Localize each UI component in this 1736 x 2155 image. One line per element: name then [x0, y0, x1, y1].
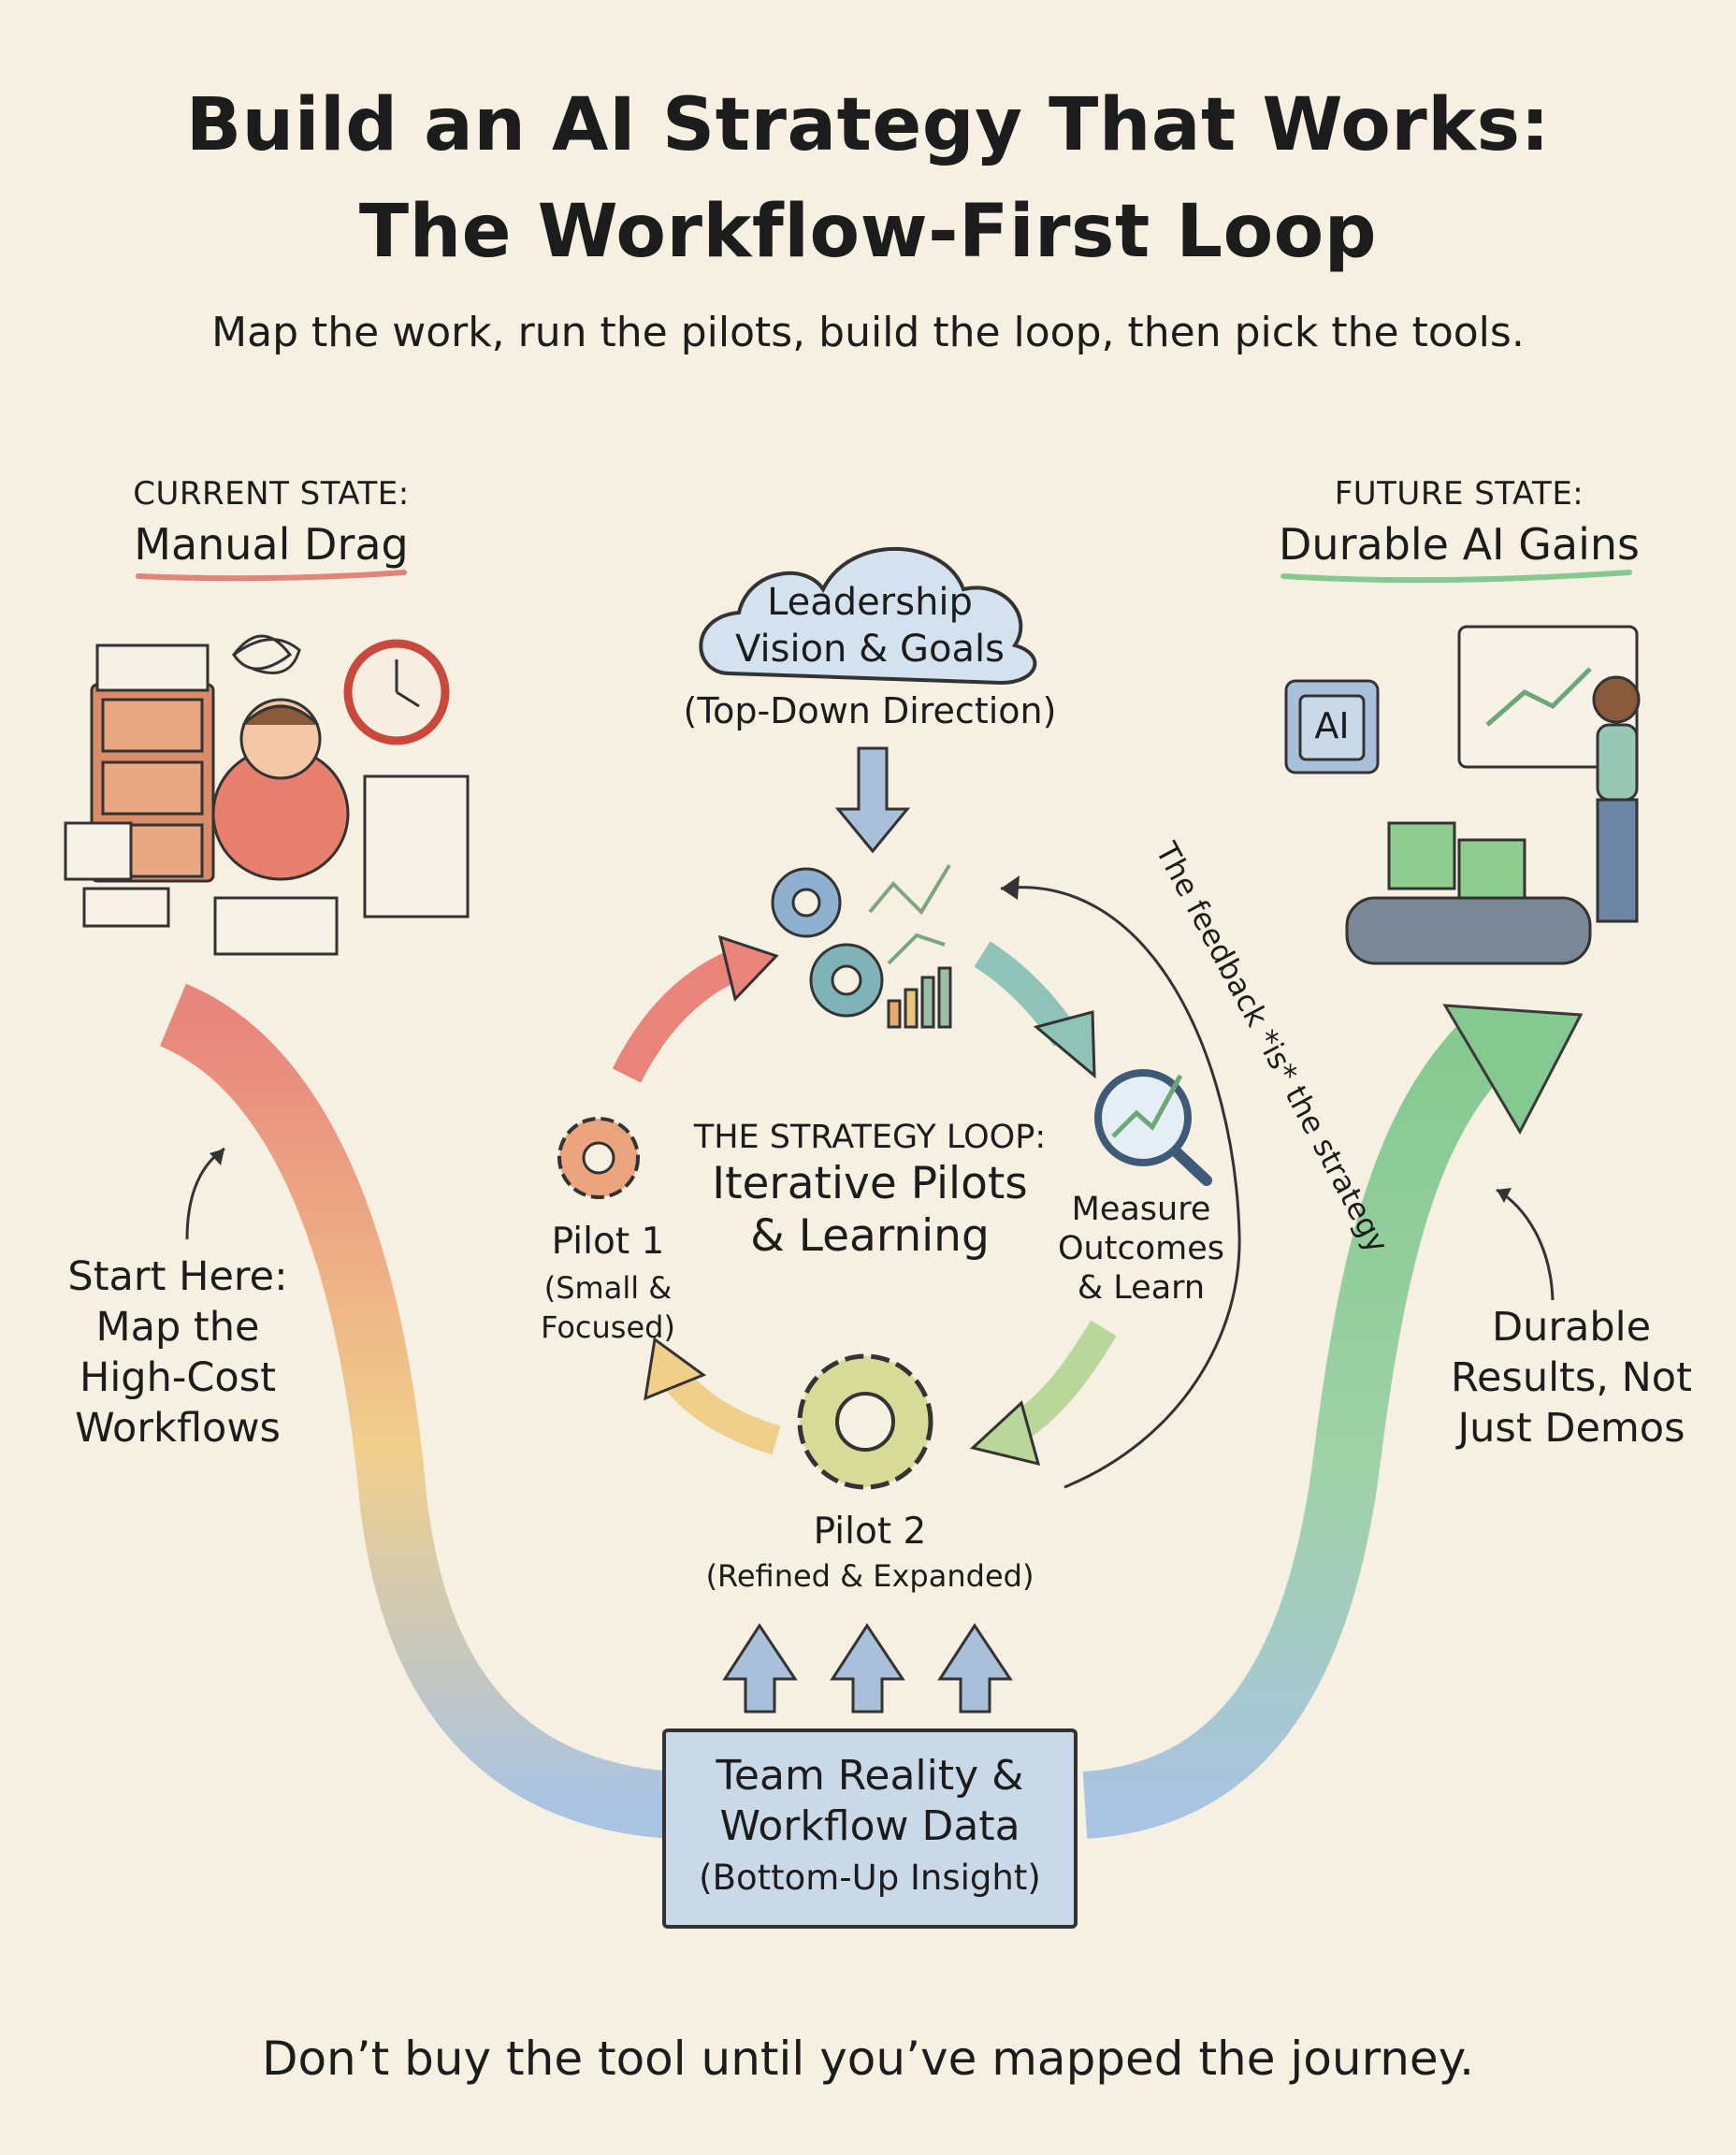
page-subtitle: Map the work, run the pilots, build the … [211, 309, 1525, 356]
leadership-line2: Vision & Goals [735, 628, 1005, 671]
current-state-label: CURRENT STATE: [133, 475, 410, 513]
current-state-title: Manual Drag [134, 519, 409, 570]
team-box-line1: Team Reality & [716, 1752, 1024, 1800]
gear-icon [557, 1117, 640, 1199]
team-box-line2: Workflow Data [719, 1802, 1020, 1850]
presenter-icon [1592, 675, 1641, 923]
pilot2-gear-icon [797, 1353, 933, 1490]
conveyor-belt-icon [1345, 821, 1592, 965]
feedback-arc [1000, 886, 1241, 1489]
journey-left-arrow [159, 983, 676, 1839]
durable-pointer [1496, 1188, 1555, 1301]
team-box-line3: (Bottom-Up Insight) [699, 1858, 1041, 1898]
team-box [662, 1728, 1078, 1929]
journey-right-arrow [1082, 1004, 1584, 1839]
page-title: Build an AI Strategy That Works: [185, 83, 1551, 167]
ai-chip-icon [1284, 679, 1380, 774]
pilot1-title: Pilot 1 [551, 1221, 665, 1263]
down-arrow [834, 746, 911, 854]
future-state-title: Durable AI Gains [1279, 519, 1640, 570]
measure-line3: & Learn [1077, 1269, 1206, 1307]
cloud-icon [699, 546, 1037, 686]
strategy-loop-line2: & Learning [750, 1210, 990, 1262]
measure-line2: Outcomes [1058, 1230, 1224, 1267]
magnifier-chart-icon [1094, 1069, 1212, 1186]
dashboard-chart-icon [1457, 625, 1639, 769]
bottom-tagline: Don’t buy the tool until you’ve mapped t… [261, 2032, 1475, 2086]
pilot2-sub: (Refined & Expanded) [705, 1558, 1034, 1594]
ai-chip-label: AI [1314, 705, 1350, 746]
future-underline [1280, 570, 1632, 584]
durable-line2: Results, Not [1451, 1354, 1692, 1401]
stressed-worker-illustration [64, 634, 470, 956]
loop-arrow-yellow [644, 1337, 781, 1455]
durable-line3: Just Demos [1457, 1405, 1685, 1452]
bottom-up-arrows [722, 1623, 1013, 1714]
pilot2-title: Pilot 2 [813, 1511, 927, 1553]
pilot1-sub1: (Small & [543, 1270, 673, 1306]
durable-line1: Durable [1491, 1304, 1652, 1351]
loop-arrow-green [969, 1320, 1117, 1467]
leadership-caption: (Top-Down Direction) [683, 690, 1057, 731]
leadership-line1: Leadership [767, 581, 973, 624]
measure-line1: Measure [1071, 1191, 1211, 1228]
strategy-loop-line1: Iterative Pilots [712, 1158, 1028, 1209]
start-here-line1: Start Here: [67, 1253, 288, 1300]
gears-analytics-icon [771, 863, 952, 1029]
start-here-line4: Workflows [75, 1405, 281, 1452]
pilot1-sub2: Focused) [541, 1309, 675, 1345]
start-here-line2: Map the [95, 1304, 260, 1351]
loop-arrow-red [612, 934, 779, 1083]
current-underline [136, 570, 407, 582]
page-title-line2: The Workflow-First Loop [358, 190, 1378, 274]
future-state-label: FUTURE STATE: [1334, 475, 1584, 513]
strategy-loop-label: THE STRATEGY LOOP: [693, 1119, 1047, 1156]
loop-arrow-teal [974, 941, 1096, 1079]
start-here-line3: High-Cost [80, 1354, 276, 1401]
